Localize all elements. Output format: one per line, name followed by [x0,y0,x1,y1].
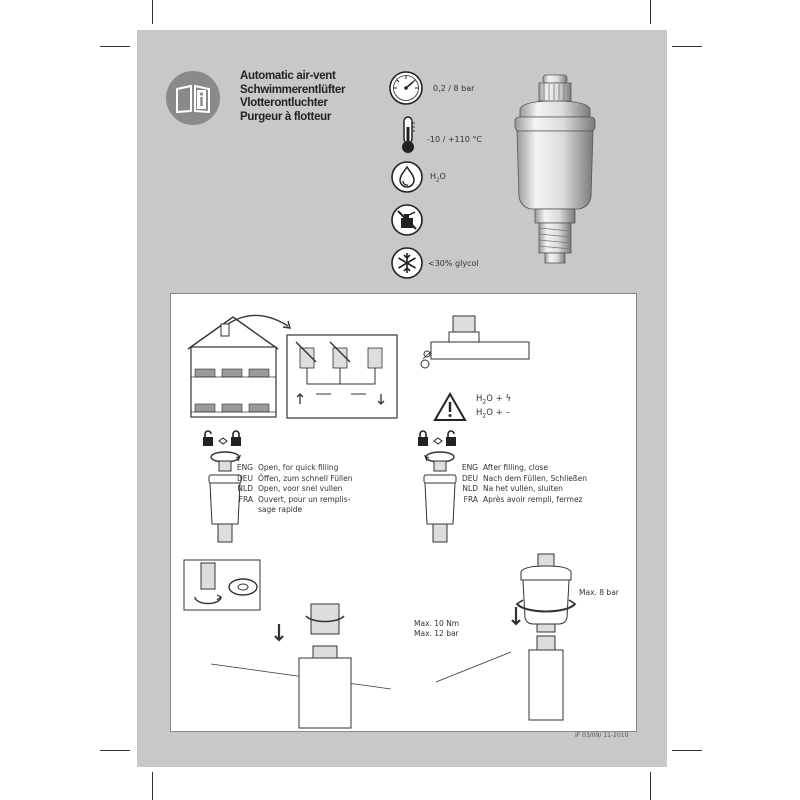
warning-electric: H2O + ϟ [476,394,511,408]
max-torque-label: Max. 10 Nm [414,619,460,628]
lang-code: ENG [461,463,478,472]
instruction-panel: ENG Open, for quick filling DEU Öffen, zum… [170,293,637,732]
crop-mark [672,46,702,47]
crop-mark [152,772,153,800]
lang-code: FRA [238,494,253,504]
title-nld: Vlotterontluchter [240,97,328,109]
medium-o: O [439,172,446,181]
air-vent-product-image [514,74,596,264]
crop-mark [152,0,153,24]
warning-sub: 2 [482,412,487,420]
title-fra: Purgeur à flotteur [240,110,332,123]
lang-code: FRA [463,494,478,504]
open-line: ENG Open, for quick filling [231,463,352,474]
medium-spec: H2O [430,172,446,184]
open-line: DEU Öffen, zum schnell Füllen [231,473,353,485]
title-deu: Schwimmerentlüfter [240,83,346,96]
max-pressure-label: Max. 12 bar [414,629,459,638]
seal-tape-inset [183,559,261,611]
open-line: NLD Open, voor snel vullen [231,484,352,495]
air-vent-filling-diagram [420,315,530,369]
thermometer-icon [402,116,415,153]
crop-mark [672,750,702,751]
lang-code: DEU [236,473,253,483]
warning-water: H2O + ⎯ [476,408,511,422]
lock-unlock-icon [203,430,241,446]
lang-text: sage rapide [258,505,303,514]
air-vent-open-diagram [208,451,242,543]
lang-code: NLD [237,484,253,493]
open-instructions: ENG Open, for quick filling DEU Öffen, zum… [231,463,353,516]
mounting-limits: Max. 10 Nm Max. 12 bar [414,619,459,639]
crop-mark [100,46,130,47]
lang-code: ENG [236,463,253,472]
house-diagram [187,316,279,418]
warning-triangle-icon [433,391,467,421]
warning-sub: 2 [482,398,487,406]
pressure-spec: 0,2 / 8 bar [433,84,475,93]
air-vent-close-diagram [423,451,457,543]
crop-mark [650,0,651,24]
warning-text: H2O + ϟ H2O + ⎯ [476,394,511,421]
lang-code: DEU [461,473,478,483]
title-eng: Automatic air-vent [240,70,336,82]
lang-text: Open, for quick filling [258,463,339,472]
crop-mark [650,772,651,800]
lang-text: After filling, close [483,463,548,472]
lang-text: Nach dem Füllen, Schließen [483,473,588,483]
lang-text: Ouvert, pour un remplis- [258,494,351,504]
close-line: DEU Nach dem Füllen, Schließen [456,474,587,485]
glycol-spec: <30% glycol [428,259,479,268]
lang-code [231,505,253,516]
close-line: FRA Après avoir rempli, fermez [456,495,587,506]
mounting-open-diagram [210,603,392,729]
lang-code: NLD [462,484,478,493]
pressure-gauge-icon [389,71,423,105]
medium-h: H [430,172,437,181]
arrow-to-detail [227,314,291,329]
unlock-lock-icon [418,430,456,446]
max-pressure-test-label: Max. 8 bar [579,588,619,597]
medium-sub: 2 [436,177,440,184]
close-line: ENG After filling, close [456,463,587,474]
close-instructions: ENG After filling, close DEU Nach dem Füll… [456,463,587,505]
lang-text: Open, voor snel vullen [258,484,343,493]
lang-text: Na het vullen, sluiten [483,484,563,493]
close-line: NLD Na het vullen, sluiten [456,484,587,495]
product-titles: Automatic air-vent Schwimmerentlüfter Vl… [240,70,345,124]
open-line: FRA Ouvert, pour un remplis- [231,495,352,506]
water-drop-icon [391,161,423,193]
no-oil-icon [391,204,423,236]
warning-h: H [476,394,483,404]
temperature-spec: -10 / +110 °C [427,135,482,144]
open-line: sage rapide [231,505,352,516]
warning-rest: O + ⎯ [486,407,510,418]
crop-mark [100,750,130,751]
lang-text: Après avoir rempli, fermez [483,494,583,504]
lang-text: Öffen, zum schnell Füllen [258,473,353,483]
document-number: IF 03/09/ 11-2010 [575,732,629,739]
warning-rest: O + ϟ [486,394,512,404]
installation-detail-diagram [286,334,398,419]
info-book-icon [166,71,220,125]
mounting-close-diagram [435,553,577,721]
warning-h: H [476,407,483,418]
snowflake-icon [391,247,423,279]
